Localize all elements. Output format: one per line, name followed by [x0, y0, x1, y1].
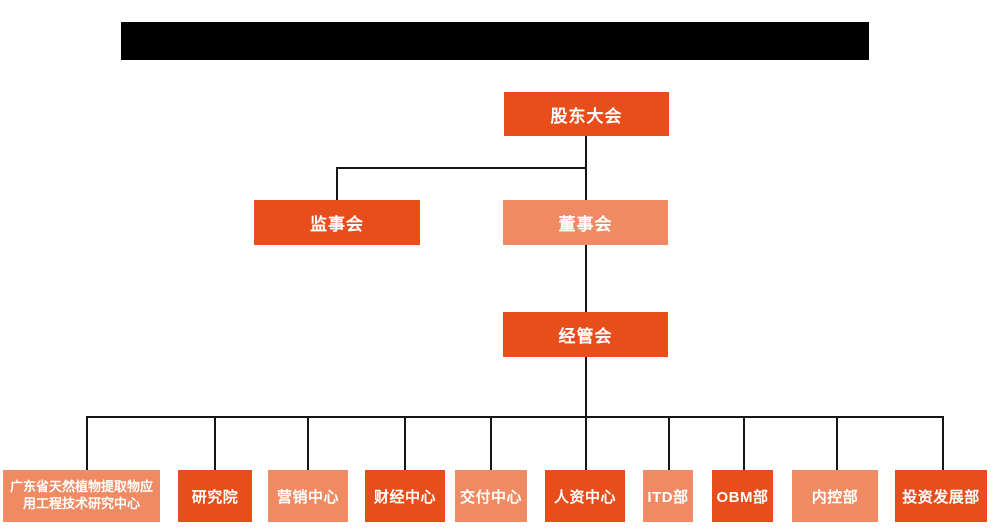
node-dept-obm: OBM部: [712, 470, 773, 522]
node-dept-marketing-center: 营销中心: [268, 470, 348, 522]
connector-drop-dept-6: [585, 416, 587, 470]
node-dept-finance-center: 财经中心: [365, 470, 445, 522]
node-dept-hr-center: 人资中心: [545, 470, 625, 522]
node-board-of-supervisors: 监事会: [254, 200, 420, 245]
redacted-title-bar: [121, 22, 869, 60]
node-dept-itd: ITD部: [643, 470, 693, 522]
connector-drop-dept-1: [86, 416, 88, 470]
node-board-of-directors: 董事会: [503, 200, 668, 245]
connector-drop-dept-9: [836, 416, 838, 470]
connector-drop-dept-8: [743, 416, 745, 470]
node-dept-research-institute: 研究院: [178, 470, 252, 522]
node-dept-delivery-center: 交付中心: [455, 470, 527, 522]
node-shareholders-meeting: 股东大会: [504, 92, 669, 136]
connector-management-to-bus: [585, 357, 587, 417]
connector-to-supervisors: [336, 167, 338, 200]
connector-drop-dept-4: [404, 416, 406, 470]
node-dept-investment-development: 投资发展部: [895, 470, 987, 522]
connector-drop-dept-10: [942, 416, 944, 470]
node-management-committee: 经管会: [503, 312, 668, 357]
connector-drop-dept-5: [490, 416, 492, 470]
connector-bus-horizontal: [86, 416, 944, 418]
node-dept-internal-control: 内控部: [792, 470, 878, 522]
connector-drop-dept-7: [668, 416, 670, 470]
node-dept-research-center: 广东省天然植物提取物应用工程技术研究中心: [3, 470, 160, 522]
connector-directors-to-management: [585, 245, 587, 312]
connector-drop-dept-2: [214, 416, 216, 470]
connector-branch-horizontal: [336, 167, 587, 169]
connector-drop-dept-3: [307, 416, 309, 470]
